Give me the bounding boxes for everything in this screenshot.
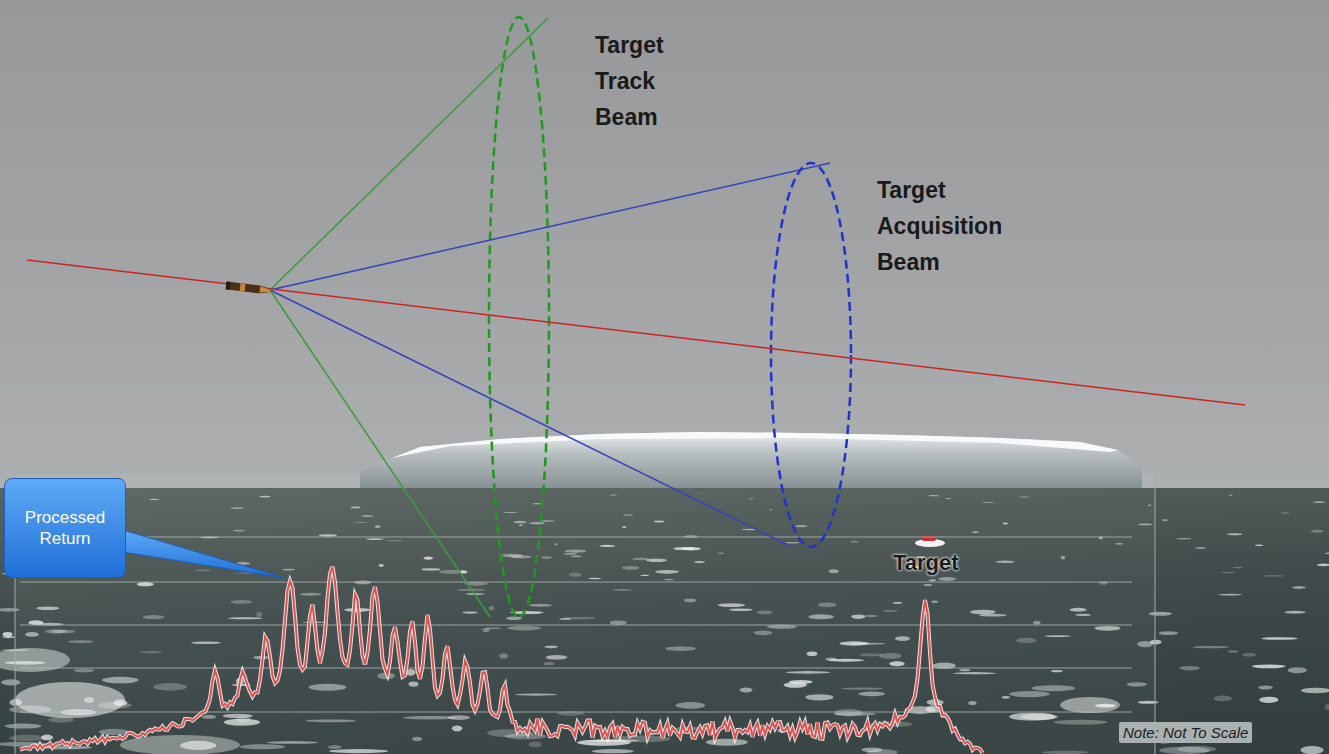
callout-pointer: [123, 530, 285, 578]
trace-line: [20, 567, 983, 753]
beam-label: Target Track Beam: [595, 27, 695, 135]
whitecap: [1214, 696, 1233, 702]
whitecap: [1218, 594, 1242, 596]
scale-note: Note: Not To Scale: [1119, 722, 1252, 743]
acquisition-beam: [270, 163, 851, 547]
iceberg-snow: [392, 432, 1118, 458]
whitecap: [1292, 586, 1306, 589]
whitecap: [1288, 667, 1307, 673]
whitecap: [1301, 688, 1329, 694]
text-stack: Processed Return: [17, 507, 113, 549]
whitecap: [1281, 512, 1289, 514]
whitecap: [1195, 547, 1206, 548]
whitecap: [1313, 501, 1326, 502]
trace-halo: [20, 567, 983, 753]
plot-frame: [15, 472, 1155, 754]
whitecap: [1300, 746, 1323, 754]
whitecap: [1221, 572, 1236, 574]
projectile: [226, 281, 273, 294]
whitecap: [1258, 686, 1273, 690]
whitecap: [1311, 530, 1324, 533]
whitecap: [3, 632, 13, 637]
callout-pointer-shape: [123, 530, 285, 578]
callout-box: Processed Return: [4, 478, 126, 578]
whitecap: [1176, 538, 1192, 539]
whitecap: [1259, 697, 1278, 703]
whitecap: [1192, 646, 1229, 648]
whitecap: [1229, 494, 1233, 496]
sky: [0, 0, 1329, 492]
whitecap: [1159, 631, 1178, 635]
whitecap: [1317, 564, 1329, 567]
whitecap: [1179, 666, 1200, 671]
plot-gridlines: [20, 537, 1132, 712]
whitecap: [1232, 567, 1243, 568]
whitecap: [1227, 533, 1243, 535]
whitecap: [1177, 746, 1216, 753]
whitecap: [1325, 704, 1329, 710]
whitecap: [1325, 553, 1329, 554]
whitecap: [1261, 637, 1297, 640]
whitecap: [1262, 575, 1285, 576]
whitecap: [1228, 650, 1238, 652]
whitecap: [1162, 519, 1168, 521]
beam-label: Target Acquisition Beam: [877, 172, 1052, 280]
target-label: Target: [893, 550, 959, 576]
whitecap: [1252, 664, 1285, 668]
callout-text: Processed Return: [17, 507, 113, 549]
whitecap: [1242, 653, 1256, 657]
return-trace: [20, 567, 983, 753]
flight-axis: [27, 260, 1245, 405]
whitecap: [1255, 544, 1264, 546]
whitecap: [1284, 611, 1306, 614]
